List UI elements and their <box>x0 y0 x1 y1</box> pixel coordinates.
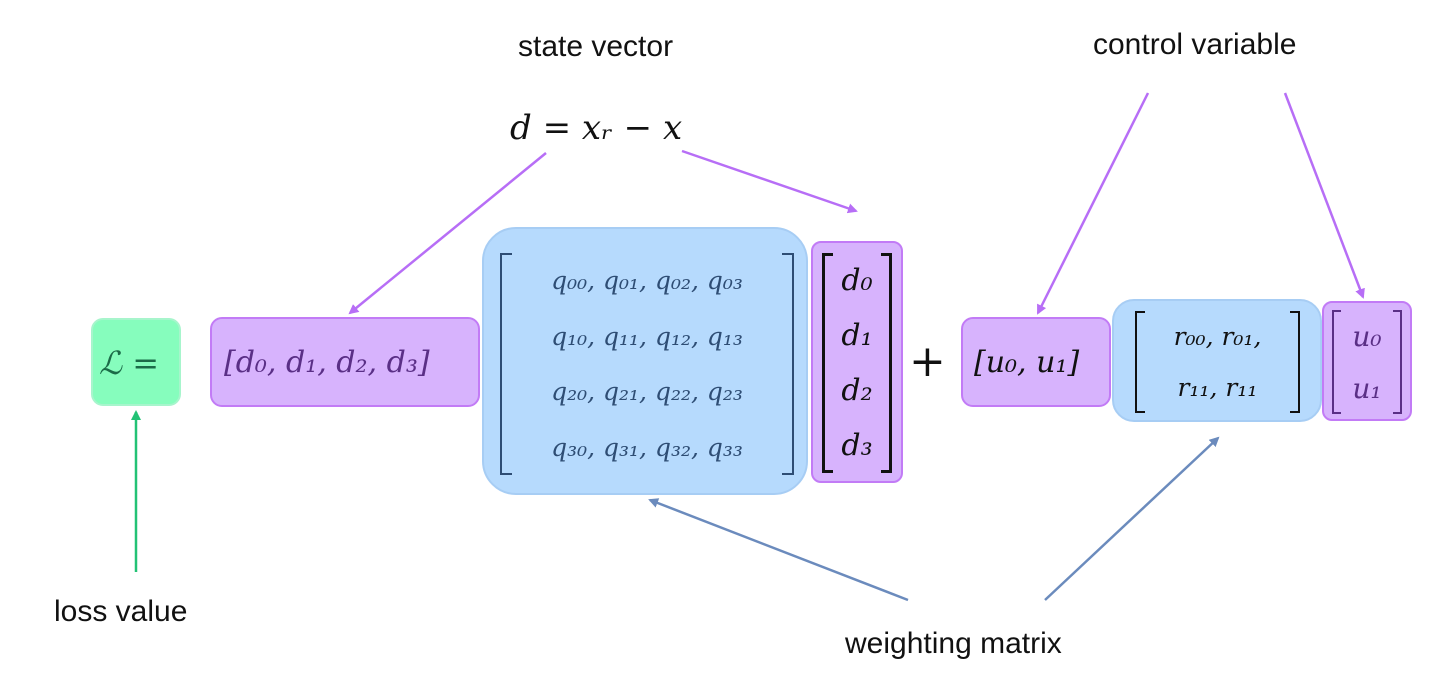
r-matrix-box: r₀₀, r₀₁, r₁₁, r₁₁ <box>1112 299 1322 422</box>
state-arrow-to-row <box>348 152 547 315</box>
control-row-vector: [u₀, u₁] <box>974 345 1080 380</box>
q-matrix-rows: q₀₀, q₀₁, q₀₂, q₀₃ q₁₀, q₁₁, q₁₂, q₁₃ q₂… <box>512 253 782 475</box>
control-arrow-to-column <box>1283 92 1365 299</box>
state-arrow-to-column <box>681 149 858 214</box>
weighting-matrix-label: weighting matrix <box>845 627 1062 660</box>
q-matrix-row: q₁₀, q₁₁, q₁₂, q₁₃ <box>551 321 743 351</box>
d-right-bracket <box>881 253 892 473</box>
control-row-vector-box: [u₀, u₁] <box>961 317 1111 407</box>
d-column-entry: d₂ <box>841 373 873 408</box>
q-left-bracket <box>500 253 512 475</box>
u-left-bracket <box>1332 310 1341 414</box>
r-matrix-row: r₀₀, r₀₁, <box>1173 322 1262 351</box>
state-vector-label: state vector <box>518 30 674 63</box>
weight-arrow-to-q <box>648 498 909 602</box>
control-column-vector-box: u₀ u₁ <box>1322 301 1412 421</box>
loss-symbol: ℒ = <box>99 344 160 382</box>
u-column-entry: u₀ <box>1352 319 1382 353</box>
control-variable-label: control variable <box>1093 28 1297 61</box>
control-arrow-to-row <box>1036 92 1150 315</box>
plus-sign: + <box>909 336 946 387</box>
d-left-bracket <box>822 253 833 473</box>
weight-arrow-to-r <box>1044 436 1220 601</box>
u-right-bracket <box>1393 310 1402 414</box>
d-column-entry: d₁ <box>841 318 873 353</box>
r-left-bracket <box>1135 311 1145 413</box>
u-column-entry: u₁ <box>1352 371 1382 405</box>
r-matrix-rows: r₀₀, r₀₁, r₁₁, r₁₁ <box>1145 311 1290 413</box>
q-right-bracket <box>782 253 794 475</box>
q-matrix-row: q₀₀, q₀₁, q₀₂, q₀₃ <box>551 266 743 296</box>
loss-symbol-box: ℒ = <box>91 318 181 406</box>
state-row-vector-box: [d₀, d₁, d₂, d₃] <box>210 317 480 407</box>
d-column-entries: d₀ d₁ d₂ d₃ <box>833 253 881 473</box>
state-row-vector: [d₀, d₁, d₂, d₃] <box>224 345 430 380</box>
d-column-entry: d₀ <box>841 263 873 298</box>
q-matrix-row: q₃₀, q₃₁, q₃₂, q₃₃ <box>551 432 743 462</box>
r-matrix-row: r₁₁, r₁₁ <box>1177 373 1258 402</box>
d-column-entry: d₃ <box>841 428 873 463</box>
loss-value-label: loss value <box>54 595 188 628</box>
q-matrix-box: q₀₀, q₀₁, q₀₂, q₀₃ q₁₀, q₁₁, q₁₂, q₁₃ q₂… <box>482 227 808 495</box>
state-definition: d = xᵣ − x <box>510 108 683 148</box>
state-column-vector-box: d₀ d₁ d₂ d₃ <box>811 241 903 483</box>
u-column-entries: u₀ u₁ <box>1341 310 1393 414</box>
q-matrix-row: q₂₀, q₂₁, q₂₂, q₂₃ <box>551 377 743 407</box>
r-right-bracket <box>1290 311 1300 413</box>
